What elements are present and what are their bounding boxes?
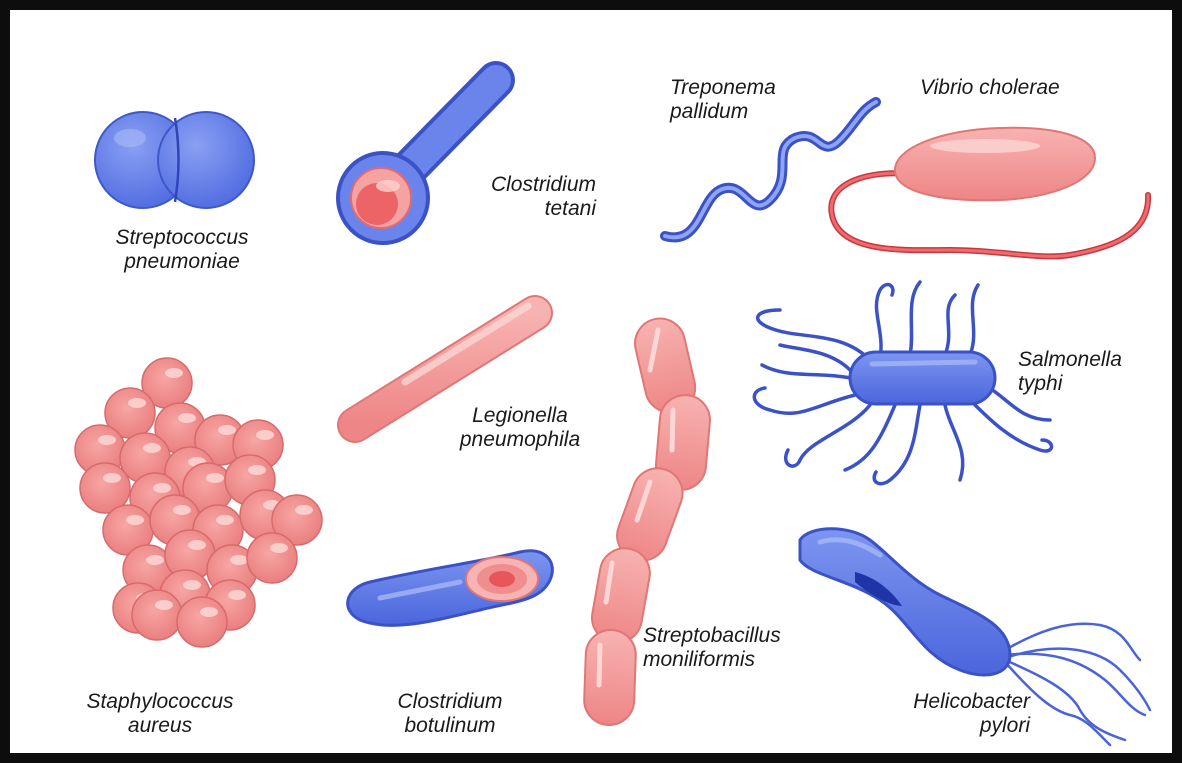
label-line: Legionella bbox=[450, 404, 590, 428]
coccus-highlight bbox=[216, 515, 234, 525]
label-line: aureus bbox=[70, 714, 250, 738]
label-clostridium-botulinum: Clostridium botulinum bbox=[380, 690, 520, 738]
label-line: Helicobacter bbox=[880, 690, 1030, 714]
label-line: pylori bbox=[880, 714, 1030, 738]
label-line: tetani bbox=[456, 197, 596, 221]
clostridium-botulinum-cell bbox=[348, 551, 553, 626]
label-line: Salmonella bbox=[1018, 348, 1148, 372]
label-line: Staphylococcus bbox=[70, 690, 250, 714]
label-helicobacter-pylori: Helicobacter pylori bbox=[880, 690, 1030, 738]
label-line: Vibrio cholerae bbox=[920, 76, 1120, 100]
label-line: Streptobacillus bbox=[643, 624, 823, 648]
staphylococcus-coccus bbox=[177, 597, 227, 647]
label-salmonella-typhi: Salmonella typhi bbox=[1018, 348, 1148, 396]
staphylococcus-aureus-cluster bbox=[75, 358, 322, 647]
coccus-highlight bbox=[200, 607, 218, 617]
vibrio-cholerae-cell bbox=[831, 128, 1148, 257]
coccus-highlight bbox=[153, 483, 171, 493]
label-streptobacillus-moniliformis: Streptobacillus moniliformis bbox=[643, 624, 823, 672]
coccus-highlight bbox=[128, 398, 146, 408]
bacteria-illustration bbox=[10, 10, 1182, 763]
label-line: botulinum bbox=[380, 714, 520, 738]
label-line: Streptococcus bbox=[92, 226, 272, 250]
staphylococcus-coccus bbox=[132, 590, 182, 640]
label-clostridium-tetani: Clostridium tetani bbox=[456, 173, 596, 221]
coccus-highlight bbox=[230, 555, 248, 565]
coccus-highlight bbox=[173, 505, 191, 515]
coccus-highlight bbox=[165, 368, 183, 378]
coccus-highlight bbox=[256, 430, 274, 440]
label-line: Clostridium bbox=[380, 690, 520, 714]
coccus-highlight bbox=[178, 413, 196, 423]
label-streptococcus-pneumoniae: Streptococcus pneumoniae bbox=[92, 226, 272, 274]
coccus-highlight bbox=[155, 600, 173, 610]
label-staphylococcus-aureus: Staphylococcus aureus bbox=[70, 690, 250, 738]
coccus-highlight bbox=[183, 580, 201, 590]
coccus-highlight bbox=[146, 555, 164, 565]
label-line: moniliformis bbox=[643, 648, 823, 672]
coccus-highlight bbox=[188, 540, 206, 550]
label-line: pallidum bbox=[670, 100, 820, 124]
staphylococcus-coccus bbox=[247, 533, 297, 583]
streptococcus-pneumoniae-cell bbox=[95, 112, 254, 208]
label-line: pneumoniae bbox=[92, 250, 272, 274]
label-line: typhi bbox=[1018, 372, 1148, 396]
coccus-highlight bbox=[103, 473, 121, 483]
coccus-highlight bbox=[228, 590, 246, 600]
coccus-highlight bbox=[126, 515, 144, 525]
coccus-highlight bbox=[98, 435, 116, 445]
coccus-highlight bbox=[295, 505, 313, 515]
label-treponema-pallidum: Treponema pallidum bbox=[670, 76, 820, 124]
coccus-highlight bbox=[218, 425, 236, 435]
label-line: pneumophila bbox=[450, 428, 590, 452]
label-vibrio-cholerae: Vibrio cholerae bbox=[920, 76, 1120, 100]
label-line: Treponema bbox=[670, 76, 820, 100]
coccus-highlight bbox=[248, 465, 266, 475]
label-legionella-pneumophila: Legionella pneumophila bbox=[450, 404, 590, 452]
coccus-highlight bbox=[206, 473, 224, 483]
label-line: Clostridium bbox=[456, 173, 596, 197]
coccus-highlight bbox=[143, 443, 161, 453]
salmonella-typhi-body bbox=[850, 352, 995, 404]
helicobacter-pylori-body bbox=[800, 529, 1010, 675]
coccus-highlight bbox=[270, 543, 288, 553]
